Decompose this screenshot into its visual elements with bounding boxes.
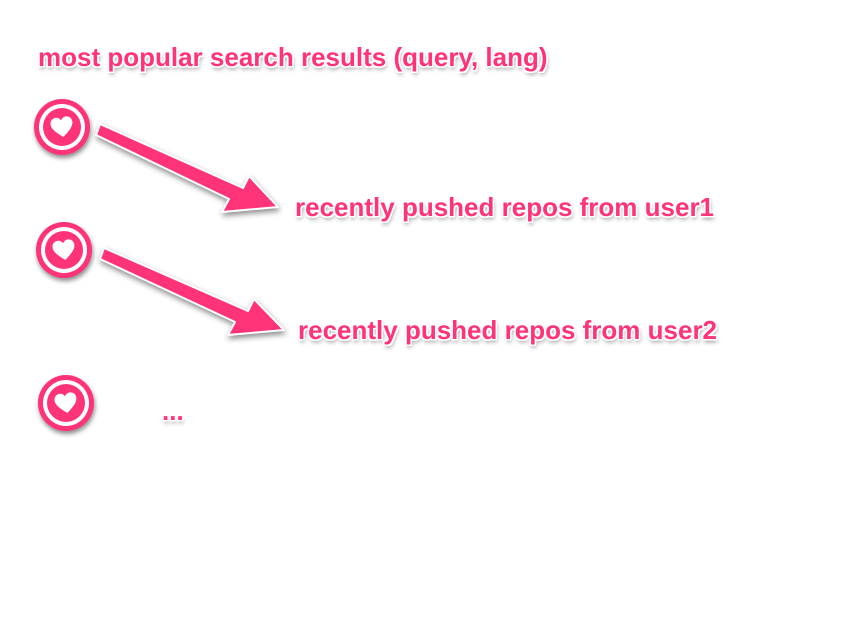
item-label-2: recently pushed repos from user2	[298, 315, 718, 345]
heart-badge-1	[34, 99, 90, 155]
heart-badge-3	[38, 375, 94, 431]
heart-badge-2	[36, 222, 92, 278]
heart-icon	[54, 392, 77, 413]
item-label-ellipsis: ...	[162, 396, 184, 426]
heart-icon	[50, 116, 73, 137]
heart-icon	[52, 239, 75, 260]
diagram-title: most popular search results (query, lang…	[38, 42, 548, 72]
item-label-1: recently pushed repos from user1	[295, 192, 715, 222]
